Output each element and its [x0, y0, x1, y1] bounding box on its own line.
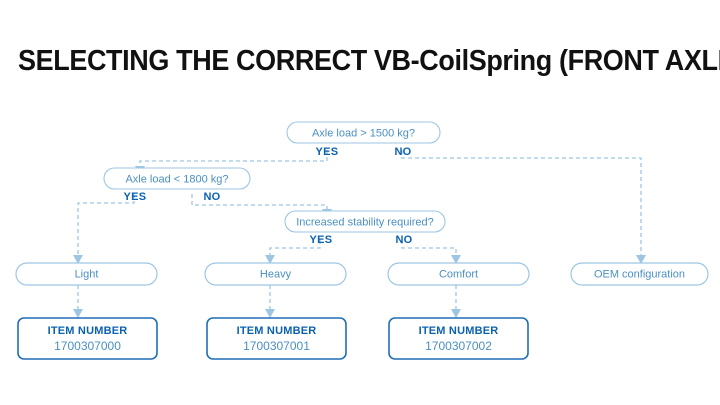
- arrowhead-heavy-item: [265, 309, 275, 318]
- result-node-oem[interactable]: OEM configuration: [570, 262, 709, 286]
- result-heavy-label: Heavy: [260, 268, 292, 280]
- item-node-light[interactable]: ITEM NUMBER 1700307000: [17, 317, 158, 360]
- arrowhead-light: [73, 255, 83, 264]
- item-light-box: [17, 317, 158, 360]
- connector-d2-no: [191, 194, 328, 211]
- item-heavy-number: 1700307001: [243, 339, 310, 353]
- result-heavy-box: [204, 262, 347, 286]
- arrowhead-heavy: [265, 255, 275, 264]
- decision-node-d1[interactable]: Axle load > 1500 kg?: [286, 121, 441, 144]
- decision-d3-no-label: NO: [395, 234, 412, 246]
- decision-node-d3[interactable]: Increased stability required?: [284, 210, 446, 233]
- decision-d1-no-label: NO: [394, 146, 411, 158]
- item-comfort-number: 1700307002: [425, 339, 492, 353]
- decision-d3-box: [284, 210, 446, 233]
- item-heavy-heading: ITEM NUMBER: [237, 325, 317, 337]
- decision-d3-question: Increased stability required?: [296, 216, 434, 228]
- result-oem-label: OEM configuration: [594, 268, 685, 280]
- decision-d1-box: [286, 121, 441, 144]
- connector-d1-no: [401, 150, 642, 256]
- connector-d1-yes: [139, 150, 328, 168]
- arrowhead-comfort-item: [451, 309, 461, 318]
- item-node-heavy[interactable]: ITEM NUMBER 1700307001: [206, 317, 347, 360]
- item-light-number: 1700307000: [54, 339, 121, 353]
- result-light-label: Light: [75, 268, 99, 280]
- decision-node-d2[interactable]: Axle load < 1800 kg?: [103, 167, 251, 190]
- item-comfort-box: [388, 317, 529, 360]
- item-heavy-box: [206, 317, 347, 360]
- result-oem-box: [570, 262, 709, 286]
- decision-d2-yes-label: YES: [124, 191, 147, 203]
- arrowhead-comfort: [451, 255, 461, 264]
- result-node-light[interactable]: Light: [15, 262, 158, 286]
- decision-d3-yes-label: YES: [310, 234, 333, 246]
- decision-d2-box: [103, 167, 251, 190]
- connector-d2-yes: [77, 194, 135, 256]
- item-light-heading: ITEM NUMBER: [48, 325, 128, 337]
- decision-d2-question: Axle load < 1800 kg?: [125, 173, 228, 185]
- result-light-box: [15, 262, 158, 286]
- decision-d2-no-label: NO: [203, 191, 220, 203]
- connector-d3-yes: [269, 240, 321, 256]
- decision-d1-yes-label: YES: [316, 146, 339, 158]
- page-title: SELECTING THE CORRECT VB-CoilSpring (FRO…: [18, 45, 720, 77]
- arrowhead-light-item: [73, 309, 83, 318]
- arrowhead-oem: [636, 255, 646, 264]
- connector-d3-no: [401, 240, 457, 256]
- result-node-comfort[interactable]: Comfort: [387, 262, 530, 286]
- result-comfort-label: Comfort: [439, 268, 478, 280]
- decision-d1-question: Axle load > 1500 kg?: [312, 127, 415, 139]
- item-node-comfort[interactable]: ITEM NUMBER 1700307002: [388, 317, 529, 360]
- result-comfort-box: [387, 262, 530, 286]
- result-node-heavy[interactable]: Heavy: [204, 262, 347, 286]
- item-comfort-heading: ITEM NUMBER: [419, 325, 499, 337]
